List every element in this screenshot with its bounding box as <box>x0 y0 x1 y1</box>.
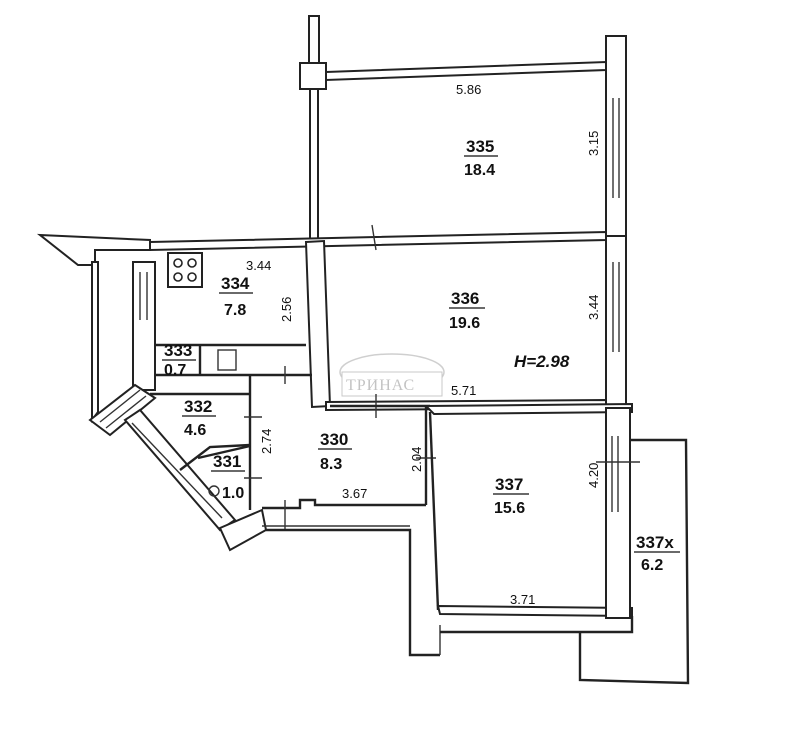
dimension: 3.15 <box>586 131 601 156</box>
room-number: 332 <box>184 397 212 416</box>
dimension: 5.71 <box>451 383 476 398</box>
watermark-logo: ТРИНАС <box>339 353 445 397</box>
room-area: 4.6 <box>184 422 206 439</box>
room-label-333: 333 0.7 <box>162 341 196 379</box>
room-number: 333 <box>164 341 192 360</box>
room-area: 6.2 <box>641 557 663 574</box>
room-number: 334 <box>221 274 250 293</box>
walls <box>36 15 690 685</box>
room-label-336: 336 19.6 <box>449 289 485 332</box>
fixture-333 <box>217 349 237 371</box>
wall-stub-top <box>308 15 320 67</box>
ceiling-height: H=2.98 <box>514 352 570 371</box>
wall-337-bottom <box>436 604 633 618</box>
room-area: 0.7 <box>164 362 186 379</box>
dimension: 3.44 <box>246 258 271 273</box>
room-area: 7.8 <box>224 302 246 319</box>
room-area: 1.0 <box>222 485 244 502</box>
balcony-left-top <box>36 233 151 266</box>
room-number: 335 <box>466 137 494 156</box>
room-number: 337x <box>636 533 674 552</box>
dimension: 3.67 <box>342 486 367 501</box>
dimension: 2.74 <box>259 429 274 454</box>
wall-336-right <box>605 235 627 409</box>
room-label-332: 332 4.6 <box>182 397 216 439</box>
dimension: 3.44 <box>586 295 601 320</box>
dimensions: 5.86 3.15 3.44 3.44 2.56 5.71 2.74 2.04 … <box>246 82 601 607</box>
dimension: 2.56 <box>279 297 294 322</box>
room-label-337x: 337x 6.2 <box>634 533 680 574</box>
room-number: 330 <box>320 430 348 449</box>
dimension: 4.20 <box>586 463 601 488</box>
room-number: 331 <box>213 452 241 471</box>
room-area: 15.6 <box>494 500 525 517</box>
balcony-left-side <box>91 261 99 423</box>
dimension: 2.04 <box>409 447 424 472</box>
room-area: 19.6 <box>449 315 480 332</box>
wall-334-336 <box>304 239 332 409</box>
room-label-331: 331 1.0 <box>211 452 245 502</box>
wall-335-top <box>325 60 607 82</box>
wall-334-left <box>132 261 156 391</box>
room-number: 336 <box>451 289 479 308</box>
room-area: 8.3 <box>320 456 342 473</box>
stove-icon <box>167 252 203 288</box>
column-top <box>299 62 327 90</box>
wall-335-left <box>309 88 319 240</box>
wall-337-top <box>423 402 633 416</box>
dimension: 3.71 <box>510 592 535 607</box>
room-area: 18.4 <box>464 162 495 179</box>
fixture-331 <box>208 485 220 497</box>
room-label-334: 334 7.8 <box>219 274 253 319</box>
watermark-text: ТРИНАС <box>346 377 415 394</box>
room-label-330: 330 8.3 <box>318 430 352 473</box>
room-label-337: 337 15.6 <box>493 475 529 517</box>
wall-335-right <box>605 35 627 237</box>
dimension: 5.86 <box>456 82 481 97</box>
room-label-335: 335 18.4 <box>464 137 498 179</box>
bay-top <box>88 383 157 437</box>
room-number: 337 <box>495 475 523 494</box>
wall-335-336 <box>149 230 607 252</box>
